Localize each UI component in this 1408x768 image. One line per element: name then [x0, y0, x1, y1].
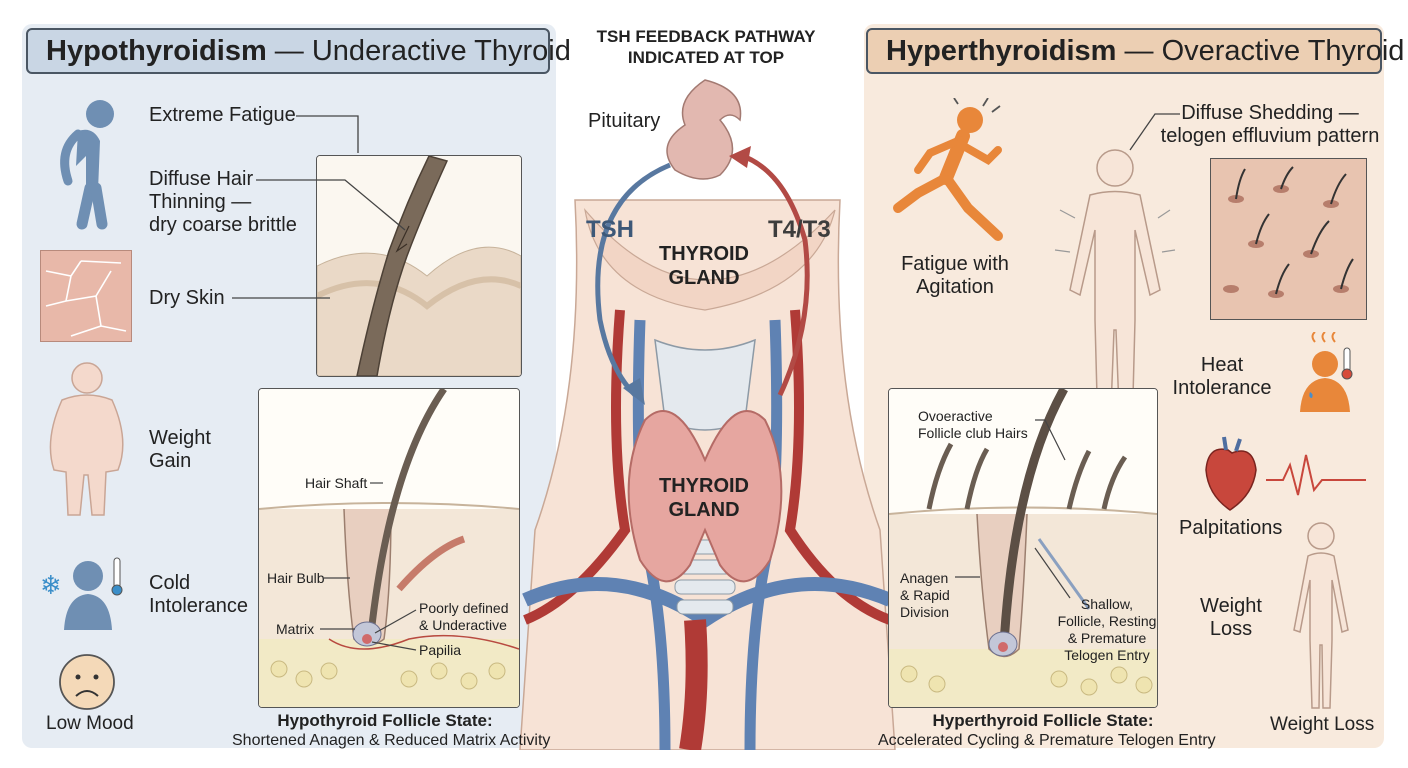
hyper-follicle-caption: Hyperthyroid Follicle State: Accelerated…: [878, 711, 1216, 750]
hyperthyroid-follicle-illustration: [889, 389, 1157, 707]
weight-loss-figure-label: Weight Loss: [1270, 714, 1375, 735]
hyper-title-rest: — Overactive Thyroid: [1116, 34, 1405, 67]
weight-gain-line2: Gain: [149, 450, 192, 472]
hypo-caption-bold: Hypothyroid Follicle State:: [277, 711, 493, 730]
hair-thinning-line1: Diffuse Hair: [149, 168, 254, 190]
cracked-skin-icon: [45, 260, 127, 337]
gland-upper-line1: THYROID: [659, 243, 749, 265]
weight-gain-line1: Weight: [149, 427, 211, 449]
running-person-icon: [893, 98, 1003, 241]
symptom-low-mood: Low Mood: [46, 713, 134, 734]
hypo-leader-lines: [232, 115, 406, 299]
thyroid-illustration: [519, 79, 896, 750]
hypo-follicle-leaders: [320, 482, 417, 651]
hypothyroid-follicle-inset: [258, 388, 520, 708]
club-hairs-line2: Follicle club Hairs: [918, 425, 1028, 441]
symptom-weight-gain: Weight Gain: [149, 427, 211, 473]
label-papilla: Papilia: [419, 642, 462, 658]
pituitary-label: Pituitary: [588, 110, 661, 132]
label-hair-shaft: Hair Shaft: [305, 475, 368, 491]
hypo-caption-rest: Shortened Anagen & Reduced Matrix Activi…: [232, 732, 551, 749]
ecg-line-icon: [1266, 454, 1366, 496]
hypo-follicle-caption: Hypothyroid Follicle State: Shortened An…: [232, 711, 550, 750]
dry-skin-texture-image: [40, 250, 132, 342]
thyroid-gland-label-upper: THYROID GLAND: [644, 242, 764, 290]
hyperthyroidism-header: Hyperthyroidism — Overactive Thyroid: [866, 28, 1404, 74]
feedback-heading-line2: INDICATED AT TOP: [627, 48, 785, 67]
club-hairs-line1: Ovoeractive: [918, 408, 993, 424]
scalp-shedding-image: [1210, 158, 1367, 320]
label-overactive-club-hairs: Ovoeractive Follicle club Hairs: [918, 408, 1028, 442]
shallow-line2: Follicle, Resting: [1057, 613, 1157, 629]
weight-loss-line1: Weight: [1200, 595, 1262, 617]
weight-gain-figure-icon: [49, 362, 124, 516]
hair-thinning-line3: dry coarse brittle: [149, 214, 297, 236]
symptom-fatigue-agitation: Fatigue with Agitation: [890, 253, 1020, 299]
anagen-line1: Anagen: [900, 570, 949, 586]
hypothyroid-follicle-illustration: [259, 389, 519, 707]
human-body-outline-icon: [1054, 149, 1176, 436]
sad-face-icon: [59, 654, 115, 710]
hyper-caption-rest: Accelerated Cycling & Premature Telogen …: [878, 732, 1216, 749]
label-anagen-rapid-division: Anagen & Rapid Division: [900, 570, 950, 621]
hyperthyroid-follicle-inset: [888, 388, 1158, 708]
scalp-follicles-illustration: [1223, 166, 1354, 298]
fatigued-person-icon: [60, 100, 114, 230]
hyper-title-bold: Hyperthyroidism: [886, 34, 1117, 67]
snowflake-icon: ❄: [40, 570, 62, 600]
hypo-title-bold: Hypothyroidism: [46, 34, 267, 67]
cold-line2: Intolerance: [149, 595, 248, 617]
palpitations-icon: [1205, 436, 1366, 511]
heat-line2: Intolerance: [1172, 377, 1272, 399]
symptom-palpitations: Palpitations: [1179, 517, 1283, 539]
symptom-extreme-fatigue: Extreme Fatigue: [149, 104, 296, 126]
tsh-label: TSH: [586, 216, 634, 243]
poorly-defined-line2: & Underactive: [419, 617, 507, 633]
symptom-dry-skin: Dry Skin: [149, 287, 225, 309]
feedback-heading-line1: TSH FEEDBACK PATHWAY: [596, 27, 816, 46]
hypothyroidism-header: Hypothyroidism — Underactive Thyroid: [26, 28, 571, 74]
agitation-line1: Fatigue with: [901, 253, 1009, 275]
label-hair-bulb: Hair Bulb: [267, 570, 325, 586]
weight-loss-figure-icon: [1293, 522, 1349, 709]
cold-intolerance-icon: ❄: [40, 557, 123, 630]
feedback-pathway-heading: TSH FEEDBACK PATHWAY INDICATED AT TOP: [586, 26, 826, 68]
gland-lower-line1: THYROID: [659, 475, 749, 497]
symptom-heat-intolerance: Heat Intolerance: [1164, 354, 1280, 400]
shallow-line1: Shallow,: [1080, 596, 1134, 612]
t4t3-label: T4/T3: [768, 216, 831, 243]
shedding-line2: telogen effluvium pattern: [1160, 125, 1380, 147]
anagen-line3: Division: [900, 604, 950, 620]
brittle-hair-inset: [316, 155, 522, 377]
shallow-line3: & Premature: [1067, 630, 1147, 646]
brittle-hair-illustration: [317, 156, 521, 376]
heat-line1: Heat: [1200, 354, 1244, 376]
heat-intolerance-icon: [1300, 332, 1353, 412]
label-shallow-follicle: Shallow, Follicle, Resting & Premature T…: [1052, 596, 1162, 664]
anagen-line2: & Rapid: [900, 587, 950, 603]
agitation-line2: Agitation: [916, 276, 994, 298]
shallow-line4: Telogen Entry: [1064, 647, 1150, 663]
hyper-leader-lines: [955, 113, 1180, 599]
heart-icon: [1205, 448, 1257, 511]
hyper-caption-bold: Hyperthyroid Follicle State:: [932, 711, 1154, 730]
cold-line1: Cold: [149, 572, 191, 594]
thyroid-gland-label-lower: THYROID GLAND: [644, 474, 764, 522]
symptom-weight-loss: Weight Loss: [1190, 595, 1272, 641]
weight-loss-line2: Loss: [1209, 618, 1253, 640]
symptom-diffuse-shedding: Diffuse Shedding — telogen effluvium pat…: [1150, 102, 1390, 148]
label-poorly-defined: Poorly defined & Underactive: [419, 600, 509, 634]
poorly-defined-line1: Poorly defined: [419, 600, 509, 616]
shedding-line1: Diffuse Shedding —: [1181, 102, 1359, 124]
symptom-hair-thinning: Diffuse Hair Thinning — dry coarse britt…: [149, 168, 297, 237]
gland-upper-line2: GLAND: [668, 267, 740, 289]
gland-lower-line2: GLAND: [668, 499, 740, 521]
hair-thinning-line2: Thinning —: [149, 191, 252, 213]
hypo-title-rest: — Underactive Thyroid: [266, 34, 571, 67]
symptom-cold-intolerance: Cold Intolerance: [149, 572, 248, 618]
label-matrix: Matrix: [276, 621, 315, 637]
